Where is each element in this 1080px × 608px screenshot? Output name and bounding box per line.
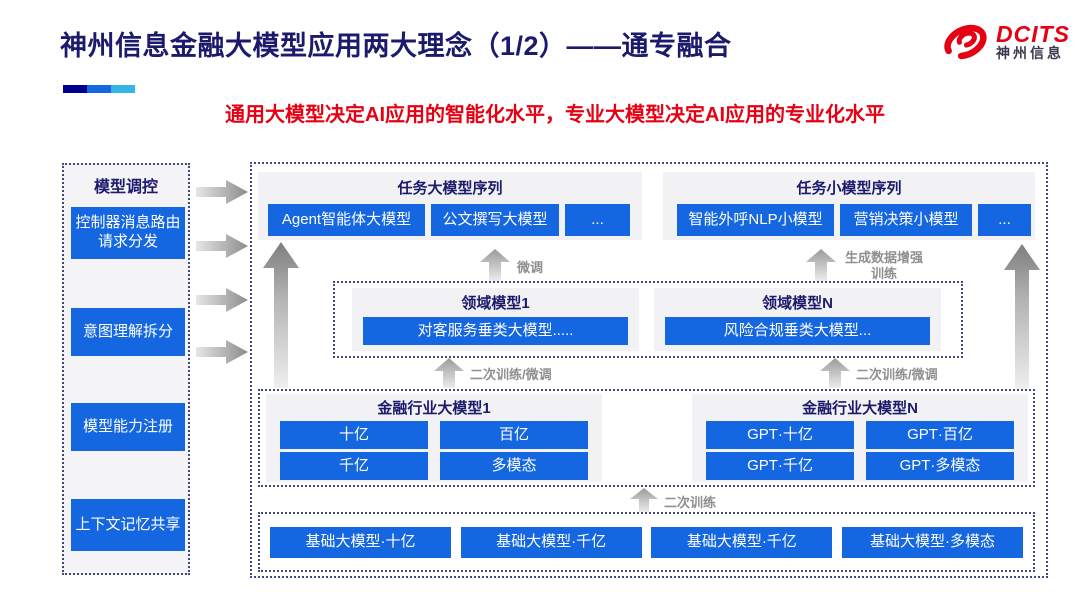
industry-model-group-n: 金融行业大模型N GPT·十亿 GPT·百亿 GPT·千亿 GPT·多模态 xyxy=(692,394,1028,482)
model-control-title: 模型调控 xyxy=(93,179,158,196)
domain-model-n-title: 领域模型N xyxy=(762,295,833,312)
task-small-model-title: 任务小模型序列 xyxy=(796,180,902,197)
right-arrow-icon xyxy=(196,288,248,312)
industry-model-1-title: 金融行业大模型1 xyxy=(377,400,491,417)
secondary-training-label: 二次训练 xyxy=(664,495,717,510)
sidebar-node-registry: 模型能力注册 xyxy=(71,403,185,451)
secondary-finetune-right-label: 二次训练/微调 xyxy=(856,367,938,382)
dcits-swirl-icon xyxy=(938,16,990,67)
sidebar-node-context: 上下文记忆共享 xyxy=(71,499,185,551)
domain-model-group-n: 领域模型N 风险合规垂类大模型... xyxy=(654,288,941,351)
secondary-finetune-left-label: 二次训练/微调 xyxy=(470,367,552,382)
node-multimodal-model: 多模态 xyxy=(440,452,588,480)
task-large-model-group: 任务大模型序列 Agent智能体大模型 公文撰写大模型 ... xyxy=(258,172,642,240)
accent-bar-segment xyxy=(111,85,135,93)
node-doc-writing-model: 公文撰写大模型 xyxy=(431,204,559,236)
node-marketing-model: 营销决策小模型 xyxy=(840,204,972,236)
node-base-multimodal-model: 基础大模型·多模态 xyxy=(841,526,1023,558)
node-1b-model: 十亿 xyxy=(280,421,428,449)
node-10b-model: 百亿 xyxy=(440,421,588,449)
model-control-panel: 模型调控 控制器消息路由请求分发 意图理解拆分 模型能力注册 上下文记忆共享 xyxy=(62,163,190,575)
logo-brand-cn: 神州信息 xyxy=(996,45,1064,62)
node-base-100b-model-2: 基础大模型·千亿 xyxy=(651,526,833,558)
finetune-label: 微调 xyxy=(517,260,544,275)
base-models-container: 基础大模型·十亿 基础大模型·千亿 基础大模型·千亿 基础大模型·多模态 xyxy=(258,512,1035,572)
node-more-small-models: ... xyxy=(978,204,1031,236)
node-outbound-nlp-model: 智能外呼NLP小模型 xyxy=(677,204,834,236)
node-customer-service-model: 对客服务垂类大模型..... xyxy=(363,317,628,345)
task-large-model-title: 任务大模型序列 xyxy=(397,180,503,197)
augmented-training-label: 生成数据增强训练 xyxy=(844,250,923,281)
sidebar-node-router: 控制器消息路由请求分发 xyxy=(71,207,185,259)
node-gpt-100b-model: GPT·千亿 xyxy=(706,452,854,480)
node-agent-model: Agent智能体大模型 xyxy=(268,204,425,236)
industry-model-n-title: 金融行业大模型N xyxy=(802,400,918,417)
slide-subtitle: 通用大模型决定AI应用的智能化水平，专业大模型决定AI应用的专业化水平 xyxy=(225,104,885,126)
accent-bar-segment xyxy=(87,85,111,93)
right-arrow-icon xyxy=(196,180,248,204)
node-risk-compliance-model: 风险合规垂类大模型... xyxy=(665,317,930,345)
node-gpt-10b-model: GPT·百亿 xyxy=(866,421,1014,449)
task-small-model-group: 任务小模型序列 智能外呼NLP小模型 营销决策小模型 ... xyxy=(663,172,1035,240)
right-arrow-icon xyxy=(196,234,248,258)
domain-model-group-1: 领域模型1 对客服务垂类大模型..... xyxy=(352,288,639,351)
accent-bar xyxy=(63,85,135,93)
page-title: 神州信息金融大模型应用两大理念（1/2）——通专融合 xyxy=(60,31,732,61)
node-gpt-multimodal-model: GPT·多模态 xyxy=(866,452,1014,480)
right-arrow-icon xyxy=(196,340,248,364)
node-100b-model: 千亿 xyxy=(280,452,428,480)
node-base-100b-model: 基础大模型·千亿 xyxy=(460,526,642,558)
node-base-1b-model: 基础大模型·十亿 xyxy=(270,526,451,558)
sidebar-node-intent: 意图理解拆分 xyxy=(71,308,185,356)
logo-brand-text: DCITS xyxy=(996,21,1070,48)
company-logo: DCITS 神州信息 xyxy=(938,16,1070,67)
industry-model-group-1: 金融行业大模型1 十亿 百亿 千亿 多模态 xyxy=(266,394,602,482)
node-gpt-1b-model: GPT·十亿 xyxy=(706,421,854,449)
node-more-large-models: ... xyxy=(565,204,630,236)
domain-model-1-title: 领域模型1 xyxy=(461,295,530,312)
accent-bar-segment xyxy=(63,85,87,93)
